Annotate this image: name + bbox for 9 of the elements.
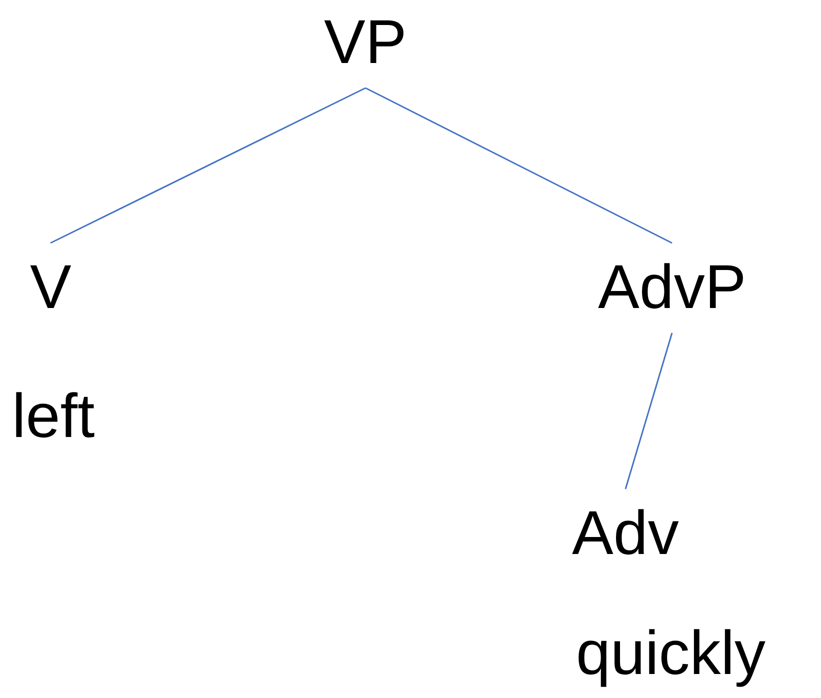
phrase-label: Adv	[572, 503, 679, 565]
phrase-label: AdvP	[598, 257, 746, 319]
word-label: left	[12, 383, 95, 452]
tree-branch-line	[365, 87, 672, 244]
word-label: quickly	[576, 620, 766, 688]
phrase-label: V	[30, 257, 72, 319]
phrase-label: VP	[324, 12, 407, 74]
tree-branch-line	[624, 332, 673, 490]
tree-branch-line	[50, 87, 366, 244]
